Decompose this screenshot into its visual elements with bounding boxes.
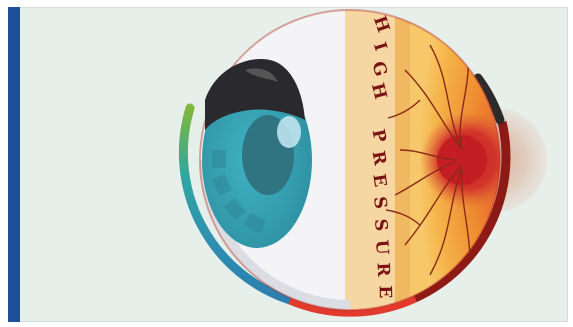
label-letter: R	[373, 262, 394, 278]
label-letter: U	[371, 239, 392, 255]
eye-highlight	[277, 116, 301, 148]
label-letter: S	[369, 195, 390, 210]
label-letter: S	[370, 218, 391, 232]
label-letter: E	[375, 285, 395, 298]
